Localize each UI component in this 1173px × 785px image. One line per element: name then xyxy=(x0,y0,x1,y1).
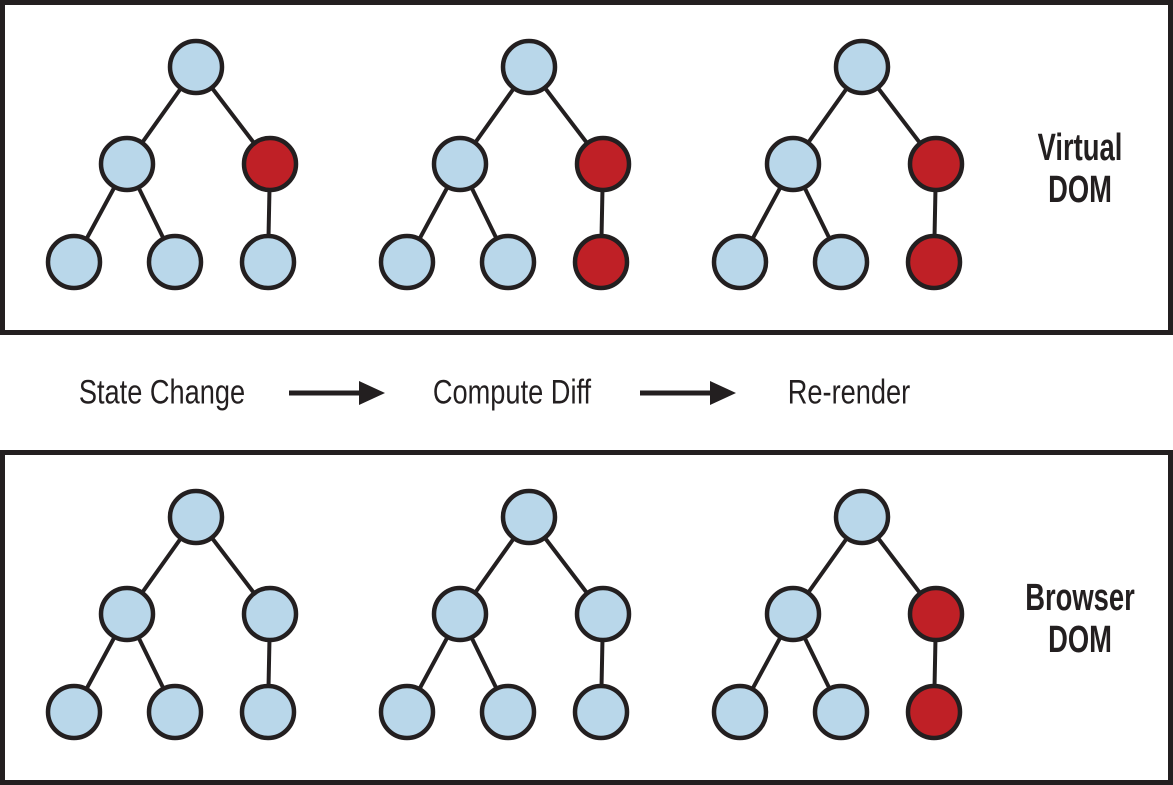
tree-node-blue xyxy=(572,683,630,741)
tree-node-red xyxy=(907,135,965,193)
tree-node-blue xyxy=(431,585,489,643)
tree-node-blue xyxy=(812,683,870,741)
tree-node-blue xyxy=(500,38,558,96)
tree-node-blue xyxy=(812,233,870,291)
virtual-dom-trees-canvas xyxy=(45,38,965,291)
tree-node-blue xyxy=(146,233,204,291)
flow-step-state-change: State Change xyxy=(78,373,246,411)
tree-node-blue xyxy=(239,233,297,291)
tree-node-blue xyxy=(378,683,436,741)
tree-node-blue xyxy=(98,135,156,193)
tree-node-blue xyxy=(167,38,225,96)
tree-node-red xyxy=(905,233,963,291)
flow-step-re-render: Re-render xyxy=(787,373,911,411)
tree-node-blue xyxy=(241,585,299,643)
tree-node-blue xyxy=(45,683,103,741)
panel-label-line1: Browser xyxy=(1025,577,1135,619)
tree-node-blue xyxy=(239,683,297,741)
tree-node-blue xyxy=(479,233,537,291)
tree-node-red xyxy=(572,233,630,291)
tree-node-blue xyxy=(45,233,103,291)
tree-node-blue xyxy=(764,585,822,643)
tree-node-blue xyxy=(711,683,769,741)
arrow-right-icon xyxy=(289,380,385,405)
arrow-right-icon xyxy=(640,380,736,405)
flow-row: State Change Compute Diff Re-render xyxy=(0,335,1173,450)
tree-node-blue xyxy=(833,488,891,546)
tree-node-blue xyxy=(764,135,822,193)
browser-dom-trees-canvas xyxy=(45,488,965,741)
panel-label-line1: Virtual xyxy=(1037,127,1123,169)
tree-node-blue xyxy=(98,585,156,643)
tree-node-blue xyxy=(500,488,558,546)
panel-label-line2: DOM xyxy=(1048,619,1112,661)
tree-node-red xyxy=(241,135,299,193)
tree-node-blue xyxy=(167,488,225,546)
virtual-dom-label: Virtual DOM xyxy=(1038,127,1123,211)
tree-node-blue xyxy=(431,135,489,193)
flow-step-compute-diff: Compute Diff xyxy=(432,373,592,411)
panel-label-line2: DOM xyxy=(1048,169,1112,211)
tree-node-blue xyxy=(574,585,632,643)
tree-node-blue xyxy=(146,683,204,741)
tree-node-red xyxy=(905,683,963,741)
browser-dom-label: Browser DOM xyxy=(1025,577,1134,661)
tree-node-blue xyxy=(378,233,436,291)
tree-node-blue xyxy=(833,38,891,96)
tree-node-blue xyxy=(711,233,769,291)
browser-dom-panel: Browser DOM xyxy=(0,450,1173,785)
virtual-dom-panel: Virtual DOM xyxy=(0,0,1173,335)
tree-node-red xyxy=(574,135,632,193)
tree-node-blue xyxy=(479,683,537,741)
tree-node-red xyxy=(907,585,965,643)
